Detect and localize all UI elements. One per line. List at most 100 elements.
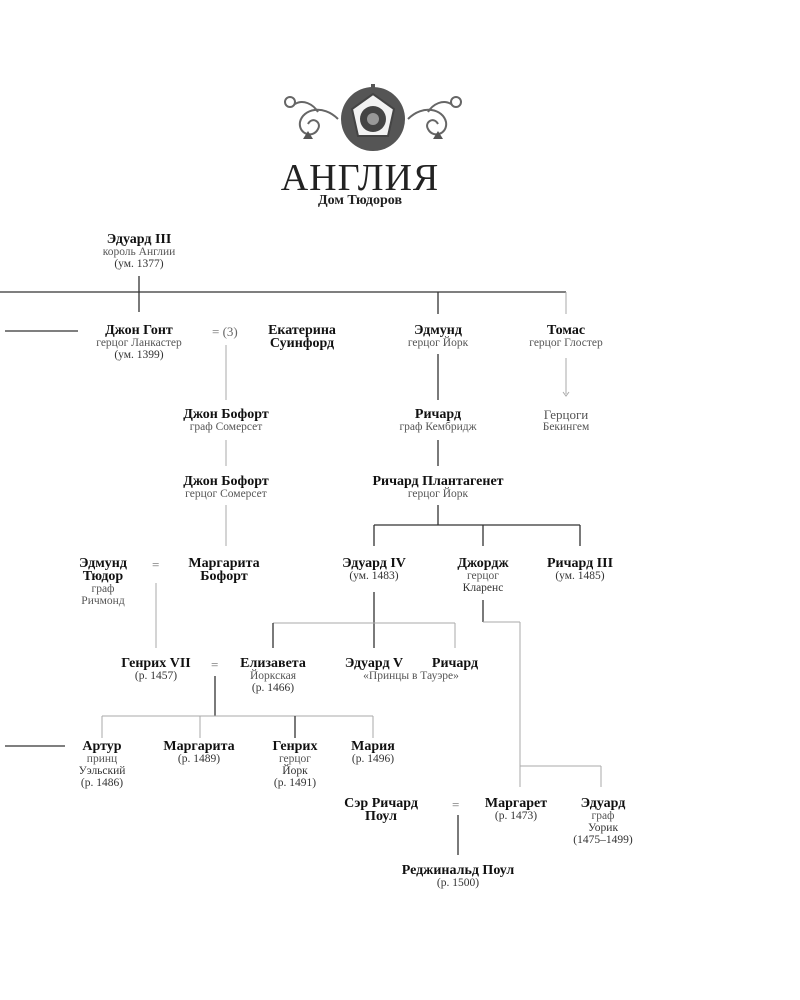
person-name: Эдмунд <box>79 556 127 571</box>
person-henry-vii: Генрих VII (р. 1457) <box>121 656 191 683</box>
person-name: Маргарита <box>188 556 260 571</box>
person-title: герцог <box>278 753 312 765</box>
marriage-symbol-3: = (3) <box>212 324 238 339</box>
person-edward-iv: Эдуард IV (ум. 1483) <box>342 556 406 583</box>
person-edward-warwick: Эдуард граф Уорик (1475–1499) <box>573 796 633 847</box>
person-name: Артур <box>82 739 122 754</box>
person-name: Екатерина <box>268 323 336 338</box>
person-dates: (р. 1489) <box>177 753 221 765</box>
person-john-beaufort-earl: Джон Бофорт граф Сомерсет <box>183 407 269 434</box>
marriage-symbol-pole: = <box>452 797 460 812</box>
person-thomas: Томас герцог Глостер <box>529 323 603 350</box>
person-surname: Бофорт <box>200 569 248 584</box>
person-dates: (1475–1499) <box>573 834 633 846</box>
page-title: АНГЛИЯ <box>280 157 440 199</box>
person-dates: (ум. 1377) <box>114 258 164 270</box>
person-surname: Тюдор <box>82 569 124 584</box>
person-katherine-swynford: Екатерина Суинфорд <box>268 323 336 351</box>
person-title-2: Кларенс <box>462 582 504 594</box>
person-elizabeth-york: Елизавета Йоркская (р. 1466) <box>240 656 306 695</box>
person-title: граф Кембридж <box>399 421 477 433</box>
person-name: Эдмунд <box>414 323 462 338</box>
person-title: граф <box>91 583 115 595</box>
person-george-clarence: Джордж герцог Кларенс <box>457 556 509 595</box>
person-dates: (ум. 1399) <box>114 349 164 361</box>
person-name: Генрих VII <box>121 656 191 671</box>
person-title: герцог Сомерсет <box>185 488 267 500</box>
person-reginald-pole: Реджинальд Поул (р. 1500) <box>401 863 515 890</box>
person-title: герцог Йорк <box>407 488 469 500</box>
person-margaret-pole: Маргарет (р. 1473) <box>484 796 548 823</box>
person-dates: (р. 1491) <box>273 777 317 789</box>
person-arthur: Артур принц Уэльский (р. 1486) <box>78 739 126 790</box>
person-title: принц <box>86 753 118 765</box>
person-john-beaufort-duke: Джон Бофорт герцог Сомерсет <box>183 474 269 501</box>
person-margaret-beaufort: Маргарита Бофорт <box>188 556 260 584</box>
person-edmund-tudor: Эдмунд Тюдор граф Ричмонд <box>79 556 127 608</box>
person-name: Ричард Плантагенет <box>372 474 504 489</box>
person-title: герцог Йорк <box>407 337 469 349</box>
person-richard-plantagenet: Ричард Плантагенет герцог Йорк <box>372 474 504 501</box>
marriage-symbol-tudor: = <box>152 557 160 572</box>
person-name: Сэр Ричард <box>344 796 418 811</box>
person-surname: Суинфорд <box>269 336 335 351</box>
person-dates: (р. 1500) <box>436 877 480 889</box>
person-richard-iii: Ричард III (ум. 1485) <box>546 556 614 583</box>
person-name: Мария <box>351 739 395 754</box>
princes-in-tower-note: «Принцы в Тауэре» <box>363 670 459 682</box>
person-name: Джон Гонт <box>105 323 173 338</box>
person-richard-prince: Ричард <box>431 656 479 671</box>
person-title: герцог Ланкастер <box>96 337 182 349</box>
person-mary: Мария (р. 1496) <box>351 739 395 766</box>
person-name: Маргарет <box>484 796 548 811</box>
person-name: Ричард III <box>546 556 614 571</box>
person-name: Маргарита <box>163 739 235 754</box>
person-name: Джордж <box>457 556 509 571</box>
person-title: граф <box>591 810 615 822</box>
person-title: Йоркская <box>249 670 297 682</box>
person-margaret-tudor: Маргарита (р. 1489) <box>163 739 235 766</box>
person-name: Эдуард V <box>344 656 404 671</box>
person-name: Ричард <box>414 407 462 422</box>
person-name: Ричард <box>431 656 479 671</box>
person-dates: (ум. 1485) <box>555 570 605 582</box>
person-name: Реджинальд Поул <box>401 863 515 878</box>
person-title-2: Уэльский <box>78 765 126 777</box>
person-edward-v: Эдуард V <box>344 656 404 671</box>
arrow-buckingham <box>562 391 570 397</box>
person-name: Джон Бофорт <box>183 474 269 489</box>
person-title-2: Ричмонд <box>81 595 125 607</box>
person-richard-cambridge: Ричард граф Кембридж <box>399 407 477 434</box>
person-title: герцог <box>466 570 500 582</box>
person-dates: (р. 1486) <box>80 777 124 789</box>
person-name: Эдуард III <box>106 232 172 247</box>
person-henry-york: Генрих герцог Йорк (р. 1491) <box>272 739 318 790</box>
person-name: Томас <box>546 323 586 338</box>
person-title-2: Йорк <box>282 765 308 777</box>
person-surname: Поул <box>365 809 397 824</box>
person-dates: (р. 1496) <box>351 753 395 765</box>
dukes-house: Бекингем <box>542 421 590 433</box>
person-name: Елизавета <box>240 656 306 671</box>
person-dates: (р. 1457) <box>134 670 178 682</box>
note-text: «Принцы в Тауэре» <box>363 670 459 682</box>
dukes-buckingham: Герцоги Бекингем <box>543 408 590 433</box>
person-title-2: Уорик <box>587 822 619 834</box>
person-title: король Англии <box>102 246 176 258</box>
tudor-rose-crest-icon <box>284 84 462 151</box>
person-title: граф Сомерсет <box>189 421 263 433</box>
person-dates: (ум. 1483) <box>349 570 399 582</box>
person-dates: (р. 1466) <box>251 682 295 694</box>
marriage-symbol-henry: = <box>211 657 219 672</box>
person-name: Генрих <box>272 739 318 754</box>
person-name: Эдуард IV <box>342 556 406 571</box>
person-name: Эдуард <box>580 796 626 811</box>
person-john-gaunt: Джон Гонт герцог Ланкастер (ум. 1399) <box>96 323 182 362</box>
person-richard-pole: Сэр Ричард Поул <box>344 796 418 824</box>
dukes-label: Герцоги <box>543 407 589 422</box>
person-title: герцог Глостер <box>529 337 603 349</box>
person-name: Джон Бофорт <box>183 407 269 422</box>
page-subtitle: Дом Тюдоров <box>317 193 403 208</box>
person-edward-iii: Эдуард III король Англии (ум. 1377) <box>102 232 176 271</box>
